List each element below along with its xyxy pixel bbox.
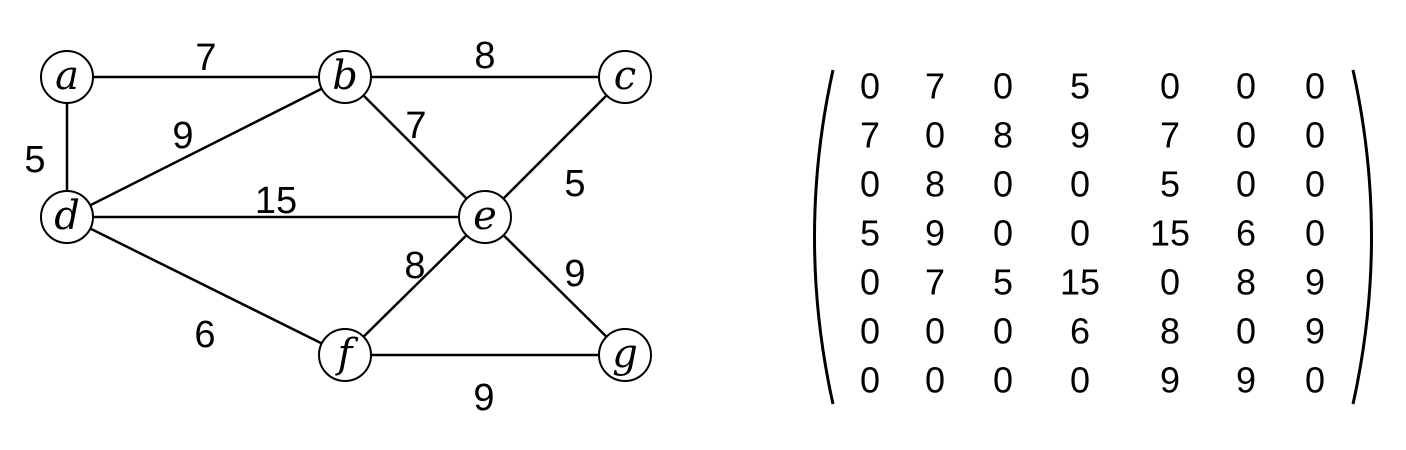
edge-weight-b-c: 8: [474, 35, 495, 77]
matrix-cell-r5-c2: 0: [993, 311, 1013, 352]
matrix-cell-r1-c1: 0: [925, 115, 945, 156]
matrix-cell-r6-c5: 9: [1236, 360, 1256, 401]
node-label-a: a: [55, 53, 79, 99]
matrix-cell-r0-c2: 0: [993, 66, 1013, 107]
matrix-right-paren: [1351, 69, 1373, 405]
node-a: a: [40, 50, 94, 104]
matrix-cell-r4-c5: 8: [1236, 262, 1256, 303]
node-circle-f: [318, 328, 372, 382]
edge-weight-d-f: 6: [194, 314, 215, 356]
edge-weight-d-b: 9: [172, 115, 193, 157]
matrix-cell-r1-c3: 9: [1070, 115, 1090, 156]
edge-f-e: [344, 216, 486, 356]
matrix-cell-r6-c0: 0: [860, 360, 880, 401]
edge-weight-f-g: 9: [473, 377, 494, 419]
edge-weight-a-b: 7: [195, 37, 216, 79]
edge-b-e: [344, 76, 486, 218]
node-g: g: [598, 328, 652, 382]
matrix-cell-r2-c6: 0: [1305, 164, 1325, 205]
matrix-cell-r6-c4: 9: [1160, 360, 1180, 401]
matrix-cell-r3-c2: 0: [993, 213, 1013, 254]
matrix-cell-r5-c1: 0: [925, 311, 945, 352]
matrix-cell-r6-c3: 0: [1070, 360, 1090, 401]
matrix-cell-r6-c1: 0: [925, 360, 945, 401]
matrix-cell-r0-c4: 0: [1160, 66, 1180, 107]
node-circle-e: [458, 190, 512, 244]
matrix-cell-r2-c2: 0: [993, 164, 1013, 205]
node-circle-g: [598, 328, 652, 382]
node-circle-d: [40, 190, 94, 244]
matrix-cell-r1-c2: 8: [993, 115, 1013, 156]
matrix-cell-r3-c6: 0: [1305, 213, 1325, 254]
matrix-cell-r2-c0: 0: [860, 164, 880, 205]
matrix-cell-r0-c0: 0: [860, 66, 880, 107]
edge-weight-c-e: 5: [564, 163, 585, 205]
edge-d-b: [66, 75, 346, 219]
node-e: e: [458, 190, 512, 244]
matrix-cell-r4-c4: 0: [1160, 262, 1180, 303]
edge-weight-b-e: 7: [405, 105, 426, 147]
matrix-cell-r3-c0: 5: [860, 213, 880, 254]
matrix-cell-r3-c4: 15: [1150, 213, 1190, 254]
matrix-cell-r5-c6: 9: [1305, 311, 1325, 352]
matrix-cell-r1-c5: 0: [1236, 115, 1256, 156]
matrix-cell-r2-c3: 0: [1070, 164, 1090, 205]
node-d: d: [40, 190, 94, 244]
node-circle-c: [598, 50, 652, 104]
matrix-cell-r4-c0: 0: [860, 262, 880, 303]
matrix-cell-r6-c2: 0: [993, 360, 1013, 401]
matrix-cell-r5-c4: 8: [1160, 311, 1180, 352]
matrix-cell-r5-c0: 0: [860, 311, 880, 352]
edge-weight-a-d: 5: [24, 139, 45, 181]
matrix-cell-r2-c5: 0: [1236, 164, 1256, 205]
matrix-cell-r5-c3: 6: [1070, 311, 1090, 352]
matrix-cell-r1-c4: 7: [1160, 115, 1180, 156]
matrix-cell-r0-c6: 0: [1305, 66, 1325, 107]
matrix-cell-r5-c5: 0: [1236, 311, 1256, 352]
node-label-e: e: [473, 193, 497, 239]
matrix-cell-r2-c4: 5: [1160, 164, 1180, 205]
edge-d-f: [66, 215, 346, 357]
matrix-cell-r4-c6: 9: [1305, 262, 1325, 303]
node-circle-b: [318, 50, 372, 104]
node-b: b: [318, 50, 372, 104]
node-f: f: [318, 328, 372, 382]
matrix-cell-r3-c3: 0: [1070, 213, 1090, 254]
edge-c-e: [484, 76, 626, 218]
graph-edges: [65, 75, 626, 357]
edge-weight-f-e: 8: [404, 245, 425, 287]
matrix-cell-r0-c3: 5: [1070, 66, 1090, 107]
matrix-cell-r3-c1: 9: [925, 213, 945, 254]
node-c: c: [598, 50, 652, 104]
node-label-d: d: [54, 193, 80, 239]
edge-e-g: [484, 216, 626, 356]
matrix-cell-r1-c0: 7: [860, 115, 880, 156]
adjacency-matrix: 0 7 0 5 0 0 0 7 0 8 9 7 0 0 0 8 0 0 5 0 0 5 9 0 0 15 6 0 0 7 5 15 0 8 9 0 0 0…: [813, 66, 1373, 405]
edge-weight-e-g: 9: [564, 253, 585, 295]
matrix-cell-r4-c3: 15: [1060, 262, 1100, 303]
matrix-cell-r3-c5: 6: [1236, 213, 1256, 254]
graph-nodes: a b c d e f g: [40, 50, 652, 382]
matrix-cell-r4-c1: 7: [925, 262, 945, 303]
matrix-cell-r0-c5: 0: [1236, 66, 1256, 107]
node-circle-a: [40, 50, 94, 104]
matrix-cell-r1-c6: 0: [1305, 115, 1325, 156]
node-label-g: g: [612, 331, 638, 377]
matrix-left-paren: [813, 69, 835, 405]
node-label-b: b: [332, 53, 358, 99]
matrix-cell-r4-c2: 5: [993, 262, 1013, 303]
node-label-c: c: [614, 53, 636, 99]
edge-weight-d-e: 15: [255, 180, 297, 222]
matrix-cell-r6-c6: 0: [1305, 360, 1325, 401]
matrix-cell-r2-c1: 8: [925, 164, 945, 205]
matrix-cell-r0-c1: 7: [925, 66, 945, 107]
